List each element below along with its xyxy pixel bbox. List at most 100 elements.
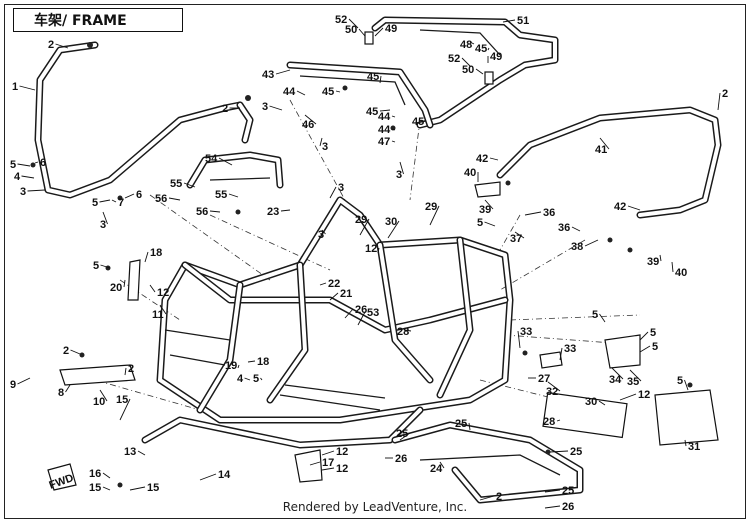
callout-49: 49 xyxy=(374,23,397,37)
callout-33: 33 xyxy=(517,326,532,349)
callout-22: 22 xyxy=(319,278,340,290)
callout-number: 44 xyxy=(283,86,296,98)
callout-number: 9 xyxy=(10,379,16,391)
leader-line xyxy=(27,189,46,192)
leader-line xyxy=(99,199,111,203)
callout-2: 2 xyxy=(479,491,502,503)
callout-number: 19 xyxy=(225,360,237,372)
callout-40: 40 xyxy=(464,167,479,182)
leader-line xyxy=(321,467,335,471)
callout-25: 25 xyxy=(549,446,582,458)
callout-number: 5 xyxy=(92,197,98,209)
leader-line xyxy=(404,329,412,332)
callout-number: 6 xyxy=(40,157,46,169)
leader-line xyxy=(102,211,108,225)
callout-number: 22 xyxy=(328,278,340,290)
leader-line xyxy=(348,18,359,29)
leader-line xyxy=(489,157,499,161)
callout-number: 29 xyxy=(355,214,367,226)
leader-line xyxy=(379,75,382,84)
callout-number: 26 xyxy=(562,501,574,513)
callout-number: 51 xyxy=(517,15,529,27)
callout-number: 2 xyxy=(63,345,69,357)
callout-34: 34 xyxy=(609,367,624,386)
callout-3: 3 xyxy=(262,101,283,113)
leader-line xyxy=(123,279,126,288)
callout-number: 12 xyxy=(365,243,377,255)
callout-35: 35 xyxy=(627,369,642,388)
callout-21: 21 xyxy=(329,288,352,301)
callout-number: 3 xyxy=(338,182,344,194)
callout-number: 5 xyxy=(592,309,598,321)
callout-28: 28 xyxy=(543,416,561,428)
callout-5: 5 xyxy=(592,309,606,323)
leader-line xyxy=(639,345,651,353)
callout-11: 11 xyxy=(152,304,167,321)
rear-rack-assembly xyxy=(286,16,559,129)
leader-line xyxy=(102,472,111,479)
callout-number: 18 xyxy=(257,356,269,368)
leader-line xyxy=(102,486,111,491)
leader-line xyxy=(468,422,471,431)
callout-3: 3 xyxy=(100,211,108,231)
front-guard-part xyxy=(654,389,719,446)
rear-crossbar xyxy=(186,151,284,189)
callout-number: 2 xyxy=(496,491,502,503)
callout-number: 27 xyxy=(538,373,550,385)
leader-line xyxy=(514,231,525,239)
callout-3: 3 xyxy=(396,161,404,181)
callout-5: 5 xyxy=(639,341,658,353)
leader-line xyxy=(247,360,256,363)
leader-line xyxy=(244,377,251,381)
callout-5: 5 xyxy=(93,260,111,272)
callout-number: 48 xyxy=(460,39,472,51)
leader-line xyxy=(34,161,39,164)
callout-26: 26 xyxy=(544,501,574,513)
callout-number: 53 xyxy=(367,307,379,319)
callout-55: 55 xyxy=(215,189,239,201)
callout-number: 29 xyxy=(425,201,437,213)
leader-line xyxy=(199,473,217,481)
callout-number: 1 xyxy=(12,81,18,93)
callout-10: 10 xyxy=(93,389,108,408)
callout-number: 44 xyxy=(378,124,391,136)
mount-bracket-part xyxy=(604,334,641,369)
page-title: 车架/ FRAME xyxy=(13,8,183,32)
callout-12: 12 xyxy=(149,284,169,299)
leader-line xyxy=(309,461,321,466)
callout-number: 45 xyxy=(412,116,424,128)
leader-line xyxy=(399,161,404,175)
callout-number: 5 xyxy=(253,373,259,385)
callout-5: 5 xyxy=(92,197,111,209)
stay-part xyxy=(127,259,141,301)
leader-line xyxy=(379,109,391,112)
callout-number: 31 xyxy=(688,441,700,453)
callout-number: 50 xyxy=(462,64,474,76)
callout-42: 42 xyxy=(614,201,641,213)
callout-29: 29 xyxy=(425,201,440,226)
callout-number: 3 xyxy=(100,219,106,231)
callout-46: 46 xyxy=(302,114,317,131)
callout-number: 5 xyxy=(650,327,656,339)
callout-number: 56 xyxy=(155,193,167,205)
front-subframe xyxy=(391,421,584,504)
callout-number: 25 xyxy=(396,428,408,440)
leader-line xyxy=(487,47,490,51)
leader-line xyxy=(599,313,606,323)
leader-line xyxy=(275,69,291,75)
leader-line xyxy=(124,193,135,199)
leader-line xyxy=(119,398,131,421)
callout-number: 16 xyxy=(89,468,101,480)
callout-4: 4 xyxy=(14,171,35,183)
plate-bracket-part xyxy=(474,181,501,198)
leader-line xyxy=(598,400,606,406)
callout-number: 45 xyxy=(475,43,487,55)
callout-44: 44 xyxy=(378,124,396,136)
callout-19: 19 xyxy=(225,360,240,372)
leader-line xyxy=(100,264,111,269)
leader-line xyxy=(611,367,624,380)
callout-25: 25 xyxy=(455,418,471,431)
callout-2: 2 xyxy=(48,39,69,51)
callout-number: 3 xyxy=(396,169,402,181)
callout-number: 17 xyxy=(322,457,334,469)
